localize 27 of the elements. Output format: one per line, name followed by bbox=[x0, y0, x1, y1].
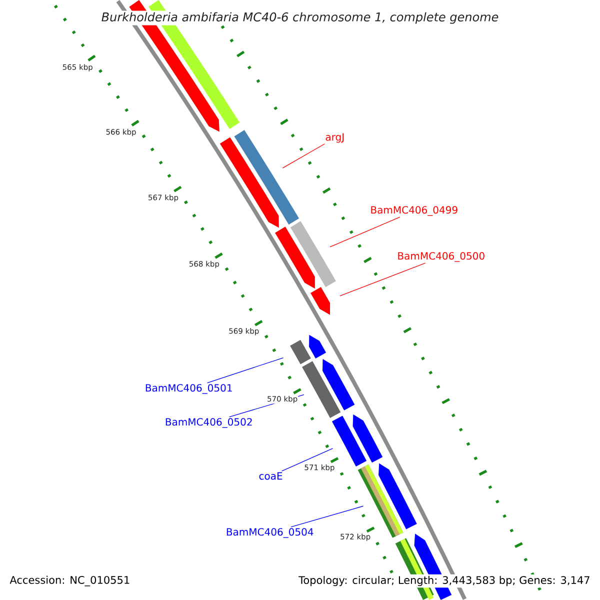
gene-feature bbox=[234, 130, 300, 225]
leader-line bbox=[206, 357, 284, 384]
gene-feature bbox=[302, 361, 341, 418]
accession-label: Accession: NC_010551 bbox=[8, 574, 132, 588]
leader-line bbox=[340, 262, 426, 296]
gene-label: BamMC406_0501 bbox=[146, 384, 232, 394]
gene-feature bbox=[290, 340, 311, 364]
gene-feature bbox=[275, 226, 315, 289]
gene-feature bbox=[310, 287, 330, 315]
gene-feature bbox=[322, 359, 355, 410]
gene-feature bbox=[290, 221, 336, 288]
gene-feature bbox=[309, 334, 326, 358]
map-title: Burkholderia ambifaria MC40-6 chromosome 1, complete genome bbox=[100, 10, 500, 26]
gene-feature bbox=[220, 137, 279, 228]
leader-line bbox=[290, 506, 364, 528]
gene-label: argJ bbox=[326, 133, 344, 143]
gene-label: BamMC406_0499 bbox=[371, 206, 458, 216]
gene-label: BamMC406_0504 bbox=[226, 528, 314, 538]
gene-feature bbox=[378, 463, 417, 530]
leader-line bbox=[282, 144, 326, 168]
leader-line bbox=[281, 448, 334, 472]
gene-feature bbox=[352, 414, 383, 463]
gene-label: BamMC406_0500 bbox=[398, 252, 484, 262]
gene-label: BamMC406_0502 bbox=[166, 418, 252, 428]
leader-line bbox=[330, 216, 400, 248]
gene-label: coaE bbox=[259, 472, 282, 480]
genome-info-label: Topology: circular; Length: 3,443,583 bp; Genes: 3,147 bbox=[297, 574, 592, 588]
